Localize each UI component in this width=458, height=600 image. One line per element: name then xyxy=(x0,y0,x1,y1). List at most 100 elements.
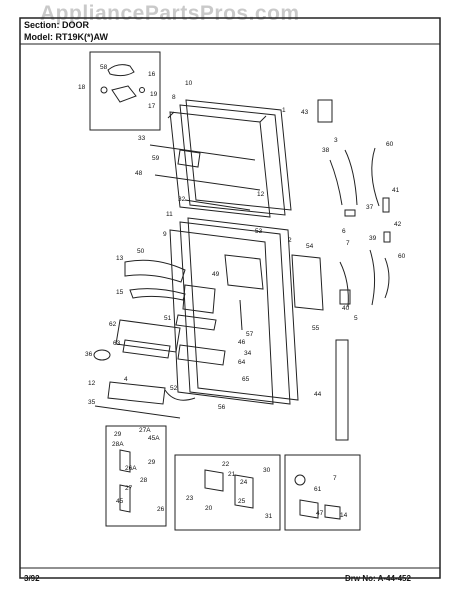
freezer-trim xyxy=(184,199,251,211)
callout-47: 47 xyxy=(316,510,324,517)
callout-37: 37 xyxy=(366,204,374,211)
freezer-liner-edge xyxy=(167,111,267,123)
callout-5: 5 xyxy=(354,315,358,322)
callout-39: 39 xyxy=(369,235,377,242)
callout-57: 57 xyxy=(246,331,254,338)
callout-11: 11 xyxy=(166,211,173,218)
callout-8: 8 xyxy=(172,94,176,101)
hinge-bracket xyxy=(111,85,137,103)
callout-36: 36 xyxy=(85,351,93,358)
watermark: AppliancePartsPros.com xyxy=(40,2,300,25)
callout-55: 55 xyxy=(312,325,320,332)
handle-strap-7 xyxy=(339,261,349,308)
freezer-door-liner xyxy=(169,111,271,218)
handle-60-top xyxy=(371,147,380,207)
callout-4: 4 xyxy=(124,376,128,383)
callout-60: 60 xyxy=(386,141,394,148)
callout-33: 33 xyxy=(138,135,146,142)
hinge-kit-inset-c xyxy=(284,454,361,531)
cap-7 xyxy=(294,474,306,486)
hinge-kit-inset-b xyxy=(174,454,281,531)
callout-40: 40 xyxy=(342,305,350,312)
hinge-bracket-set-b xyxy=(204,469,254,509)
callout-6: 6 xyxy=(342,228,346,235)
callout-53: 53 xyxy=(255,228,263,235)
freezer-door-outer-panel xyxy=(179,104,286,216)
handle-bar-44 xyxy=(335,339,349,441)
handle-strap-38 xyxy=(329,159,343,206)
callout-12: 12 xyxy=(257,191,265,198)
callout-27A: 27A xyxy=(139,427,151,434)
handle-60-bottom xyxy=(384,257,390,299)
callout-18: 18 xyxy=(78,84,86,91)
callout-28A: 28A xyxy=(112,441,124,448)
fresh-food-door-outer xyxy=(179,221,291,405)
callout-7-b: 7 xyxy=(333,475,337,482)
callout-56: 56 xyxy=(218,404,226,411)
callout-22: 22 xyxy=(222,461,230,468)
callout-15: 15 xyxy=(116,289,124,296)
callout-31: 31 xyxy=(265,513,273,520)
bottom-hinge-plate-4 xyxy=(107,381,166,405)
callout-38: 38 xyxy=(322,147,330,154)
callout-10: 10 xyxy=(185,80,193,87)
callout-7: 7 xyxy=(346,240,350,247)
callout-42: 42 xyxy=(394,221,402,228)
handle-cap-43 xyxy=(317,99,333,123)
callout-12-b: 12 xyxy=(88,380,96,387)
callout-32: 32 xyxy=(178,196,186,203)
callout-9: 9 xyxy=(163,231,167,238)
callout-1: 1 xyxy=(282,107,286,114)
callout-13: 13 xyxy=(116,255,124,262)
butter-door-13 xyxy=(124,259,186,283)
section-label: Section: DOOR xyxy=(24,20,90,30)
door-shelf-34 xyxy=(177,344,226,366)
door-bin-63 xyxy=(122,339,171,359)
callout-35: 35 xyxy=(88,399,96,406)
fresh-food-door-liner xyxy=(169,229,274,405)
callout-19: 19 xyxy=(150,91,158,98)
callout-59: 59 xyxy=(152,155,160,162)
bottle-retainer-36 xyxy=(93,349,111,361)
callout-30: 30 xyxy=(263,467,271,474)
fresh-food-door-gasket xyxy=(187,217,299,401)
callout-labels: 58 16 18 19 17 10 8 1 43 33 59 48 12 32 … xyxy=(78,64,406,520)
door-panel-54 xyxy=(291,254,324,311)
callout-29: 29 xyxy=(114,431,122,438)
hinge-pin-6 xyxy=(344,209,356,217)
hinge-cover xyxy=(107,64,135,77)
hinge-inset-box xyxy=(89,51,161,131)
door-bin-62 xyxy=(115,319,181,353)
bottom-trim-35 xyxy=(94,405,181,419)
egg-tray-15 xyxy=(129,288,186,301)
callout-65: 65 xyxy=(242,376,250,383)
callout-24: 24 xyxy=(240,479,248,486)
callout-46: 46 xyxy=(238,339,246,346)
callout-16: 16 xyxy=(148,71,156,78)
callout-45A: 45A xyxy=(148,435,160,442)
callout-62: 62 xyxy=(109,321,117,328)
callout-51: 51 xyxy=(164,315,172,322)
callout-60-b: 60 xyxy=(398,253,406,260)
callout-3: 3 xyxy=(334,137,338,144)
hinge-bushing xyxy=(100,86,108,94)
control-panel-51 xyxy=(175,314,217,331)
hinge-bracket-set-a xyxy=(119,449,131,513)
wire-harness-56 xyxy=(164,389,196,401)
callout-58: 58 xyxy=(100,64,108,71)
handle-strap-39 xyxy=(369,249,376,306)
dispenser-module-50 xyxy=(182,284,216,314)
page-border xyxy=(19,17,441,579)
freezer-shelf-rail-upper xyxy=(149,144,256,161)
callout-49: 49 xyxy=(212,271,220,278)
spring-57 xyxy=(239,299,243,331)
callout-27: 27 xyxy=(125,485,133,492)
callout-41: 41 xyxy=(392,187,400,194)
callout-52: 52 xyxy=(170,385,178,392)
callout-29-b: 29 xyxy=(148,459,156,466)
callout-54: 54 xyxy=(306,243,314,250)
callout-2: 2 xyxy=(288,237,292,244)
callout-64: 64 xyxy=(238,359,246,366)
